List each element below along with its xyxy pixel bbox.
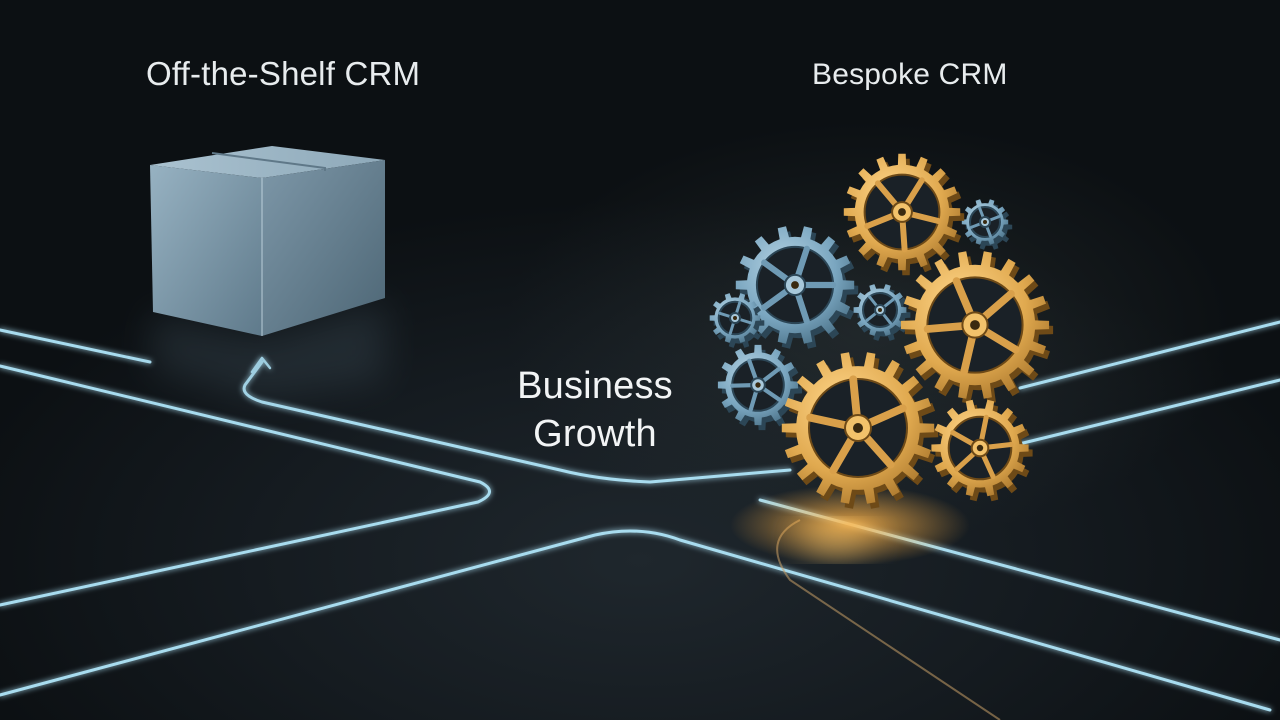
growth-line-2: Growth bbox=[533, 413, 657, 455]
gear-icon bbox=[709, 293, 765, 348]
cube-box-icon bbox=[150, 146, 385, 336]
gear-icon bbox=[900, 251, 1054, 404]
floor-glow bbox=[730, 485, 970, 565]
gear-icon bbox=[843, 153, 965, 276]
gear-icon bbox=[735, 226, 859, 349]
growth-line-1: Business bbox=[517, 365, 673, 407]
gear-icon bbox=[717, 344, 803, 431]
gear-cluster bbox=[709, 153, 1054, 509]
business-growth-label: Business Growth bbox=[470, 362, 720, 458]
off-the-shelf-label: Off-the-Shelf CRM bbox=[146, 55, 421, 92]
gear-icon bbox=[961, 199, 1013, 250]
bespoke-label: Bespoke CRM bbox=[812, 58, 1008, 91]
gear-icon bbox=[781, 352, 939, 509]
gear-icon bbox=[853, 284, 911, 341]
gear-icon bbox=[931, 399, 1033, 502]
